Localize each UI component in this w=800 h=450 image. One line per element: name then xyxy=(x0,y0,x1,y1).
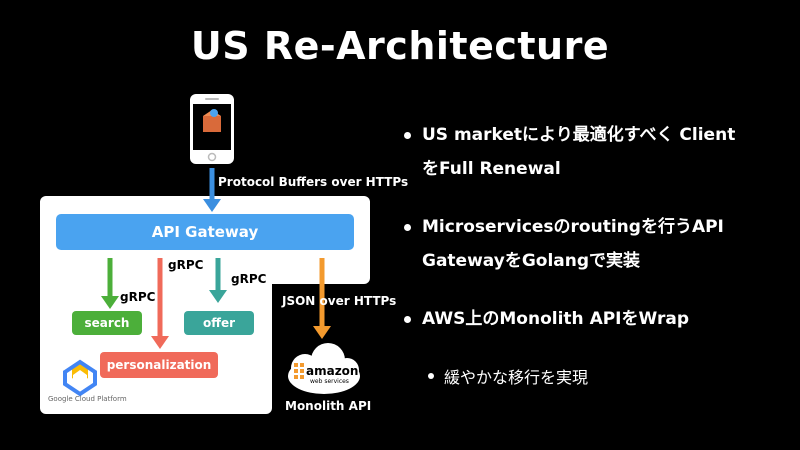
smartphone-icon xyxy=(190,94,234,164)
amazon-logo-text: amazon xyxy=(306,364,359,378)
sub-bullet: 緩やかな移行を実現 xyxy=(428,364,588,388)
google-cloud-logo xyxy=(63,359,97,397)
bullet-line: US marketにより最適化すべく Client xyxy=(422,125,736,145)
bullet-line: AWS上のMonolith APIをWrap xyxy=(422,309,689,329)
json-over-https-label: JSON over HTTPs xyxy=(282,294,397,308)
monolith-api-label: Monolith API xyxy=(285,399,372,413)
grpc-search-label: gRPC xyxy=(120,290,156,304)
bullet-line: GatewayをGolangで実装 xyxy=(422,251,641,271)
personalization-node: personalization xyxy=(100,352,218,378)
amazon-logo-subtext: web services xyxy=(310,378,349,385)
bullet-item: Microservicesのroutingを行うAPI GatewayをGola… xyxy=(404,210,794,278)
search-node: search xyxy=(72,311,142,335)
bullet-list: US marketにより最適化すべく Client をFull Renewal … xyxy=(404,118,794,360)
bullet-line: をFull Renewal xyxy=(422,159,561,179)
bullet-item: AWS上のMonolith APIをWrap xyxy=(404,302,794,336)
grpc-offer-label: gRPC xyxy=(231,272,267,286)
grpc-personalization-label: gRPC xyxy=(168,258,204,272)
protocol-buffers-label: Protocol Buffers over HTTPs xyxy=(218,175,409,189)
api-gateway-node: API Gateway xyxy=(56,214,354,250)
bullet-item: US marketにより最適化すべく Client をFull Renewal xyxy=(404,118,794,186)
aws-cloud-logo xyxy=(288,343,360,394)
bullet-line: Microservicesのroutingを行うAPI xyxy=(422,217,724,237)
gcp-label: Google Cloud Platform xyxy=(48,395,127,403)
slide-title: US Re-Architecture xyxy=(190,24,610,68)
offer-node: offer xyxy=(184,311,254,335)
